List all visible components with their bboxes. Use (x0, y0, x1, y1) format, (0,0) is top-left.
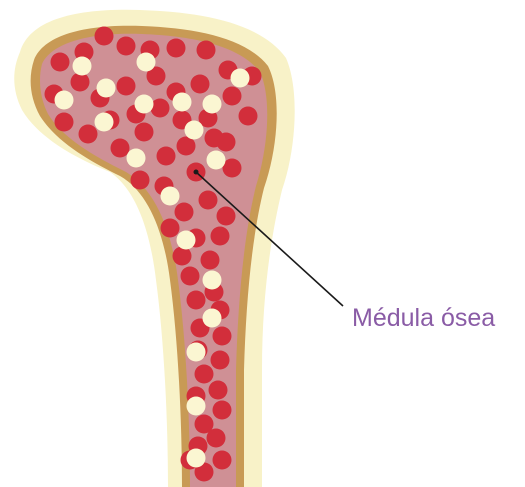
red-blood-cell (201, 251, 220, 270)
white-blood-cell (173, 93, 192, 112)
white-blood-cell (187, 397, 206, 416)
red-blood-cell (79, 125, 98, 144)
red-blood-cell (217, 207, 236, 226)
white-blood-cell (231, 69, 250, 88)
white-blood-cell (185, 121, 204, 140)
red-blood-cell (213, 451, 232, 470)
red-blood-cell (211, 351, 230, 370)
white-blood-cell (203, 309, 222, 328)
red-blood-cell (187, 291, 206, 310)
red-blood-cell (167, 39, 186, 58)
white-blood-cell (187, 449, 206, 468)
white-blood-cell (203, 95, 222, 114)
white-blood-cell (97, 79, 116, 98)
red-blood-cell (71, 73, 90, 92)
red-blood-cell (117, 77, 136, 96)
red-blood-cell (51, 53, 70, 72)
red-blood-cell (175, 203, 194, 222)
red-blood-cell (157, 147, 176, 166)
red-blood-cell (211, 227, 230, 246)
red-blood-cell (223, 87, 242, 106)
red-blood-cell (195, 365, 214, 384)
white-blood-cell (177, 231, 196, 250)
red-blood-cell (197, 41, 216, 60)
white-blood-cell (161, 187, 180, 206)
red-blood-cell (191, 75, 210, 94)
white-blood-cell (187, 343, 206, 362)
white-blood-cell (95, 113, 114, 132)
white-blood-cell (127, 149, 146, 168)
red-blood-cell (131, 171, 150, 190)
marrow-label: Médula ósea (352, 304, 495, 332)
red-blood-cell (213, 327, 232, 346)
red-blood-cell (205, 129, 224, 148)
white-blood-cell (203, 271, 222, 290)
red-blood-cell (55, 113, 74, 132)
white-blood-cell (73, 57, 92, 76)
white-blood-cell (135, 95, 154, 114)
red-blood-cell (151, 99, 170, 118)
red-blood-cell (209, 381, 228, 400)
red-blood-cell (95, 27, 114, 46)
red-blood-cell (117, 37, 136, 56)
leader-line-anchor (194, 170, 199, 175)
white-blood-cell (55, 91, 74, 110)
red-blood-cell (207, 429, 226, 448)
white-blood-cell (207, 151, 226, 170)
red-blood-cell (161, 219, 180, 238)
red-blood-cell (199, 191, 218, 210)
red-blood-cell (173, 247, 192, 266)
red-blood-cell (213, 401, 232, 420)
red-blood-cell (239, 107, 258, 126)
red-blood-cell (111, 139, 130, 158)
red-blood-cell (181, 267, 200, 286)
white-blood-cell (137, 53, 156, 72)
red-blood-cell (135, 123, 154, 142)
